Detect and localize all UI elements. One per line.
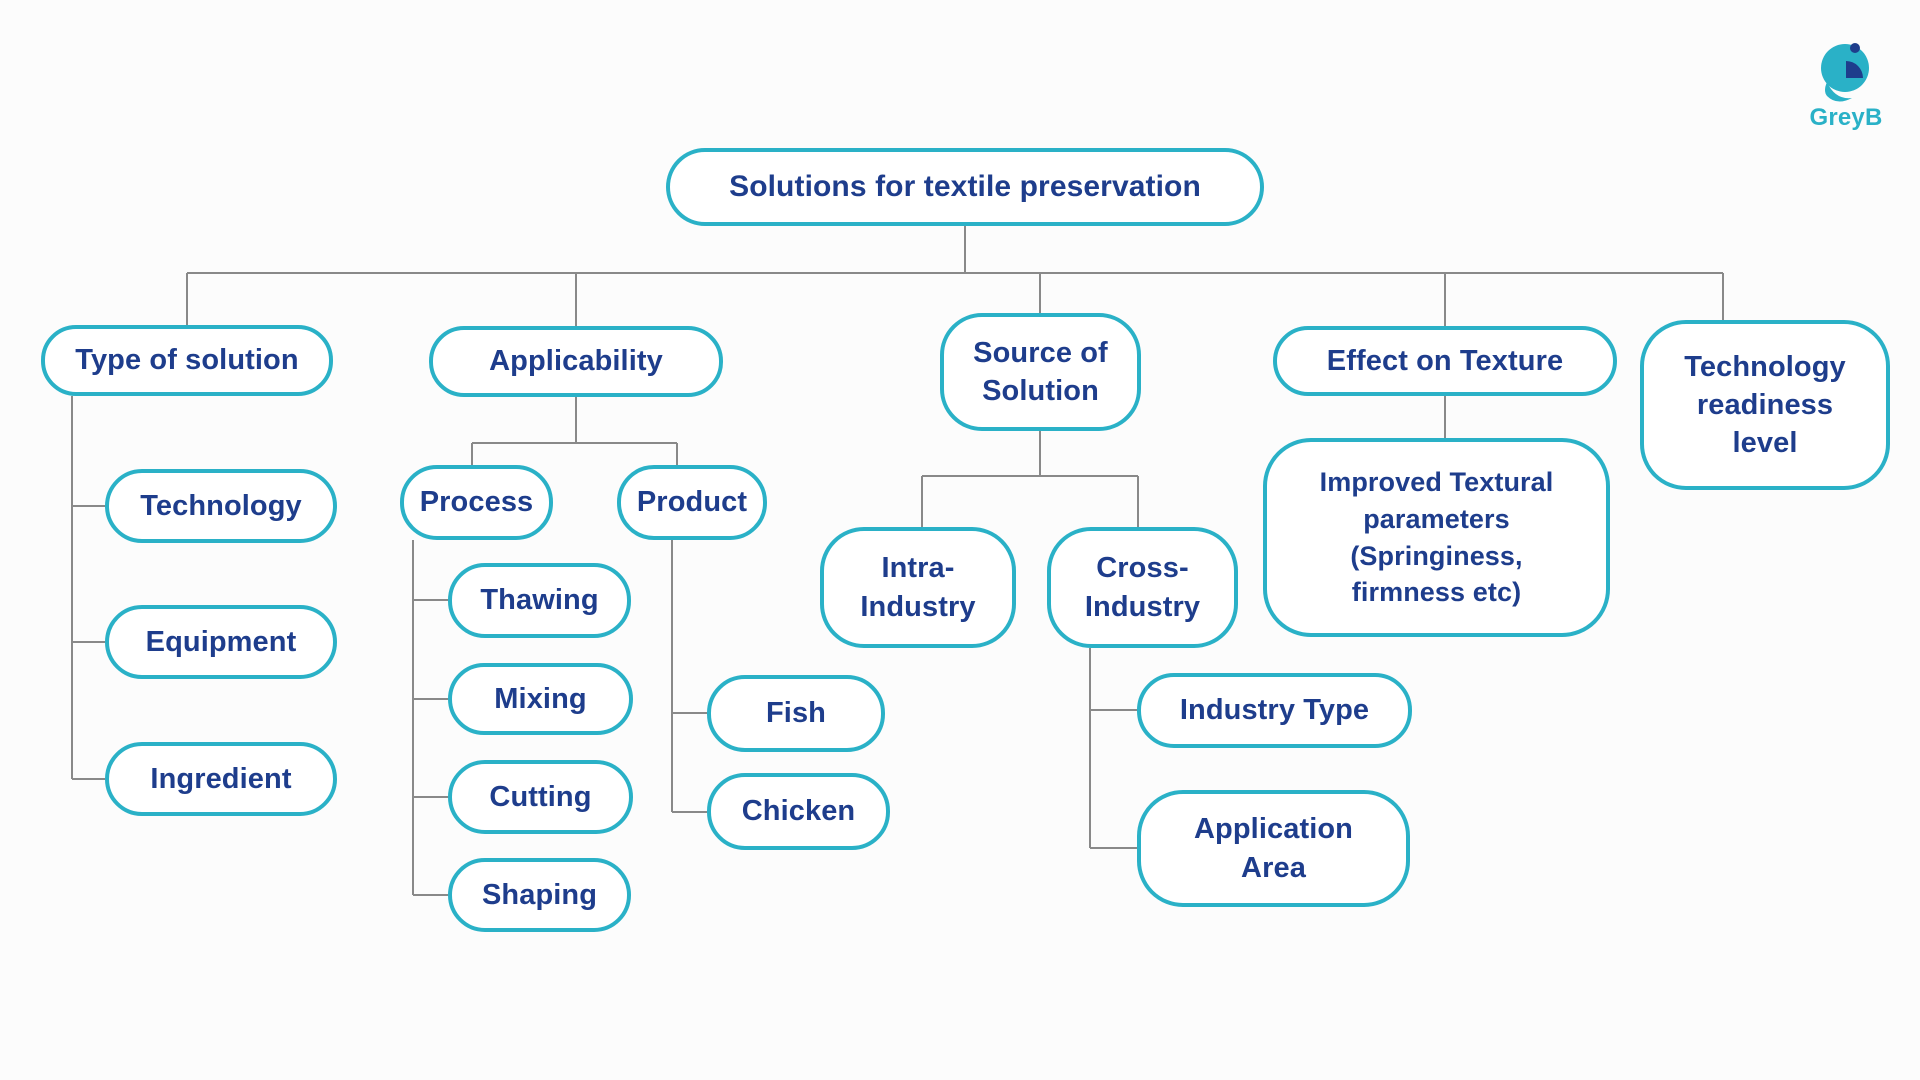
node-type-of-solution: Type of solution — [41, 325, 333, 396]
node-technology: Technology — [105, 469, 337, 543]
node-thawing: Thawing — [448, 563, 631, 638]
node-fish: Fish — [707, 675, 885, 752]
node-source-of-solution: Source of Solution — [940, 313, 1141, 431]
node-mixing: Mixing — [448, 663, 633, 735]
node-shaping: Shaping — [448, 858, 631, 932]
node-applicability: Applicability — [429, 326, 723, 397]
greyb-logo: GreyB — [1791, 40, 1901, 132]
node-root: Solutions for textile preservation — [666, 148, 1264, 226]
node-product: Product — [617, 465, 767, 540]
greyb-logo-icon — [1821, 43, 1869, 102]
node-improved-textural-parameters: Improved Textural parameters (Springines… — [1263, 438, 1610, 637]
node-effect-on-texture: Effect on Texture — [1273, 326, 1617, 396]
node-cutting: Cutting — [448, 760, 633, 834]
node-process: Process — [400, 465, 553, 540]
node-application-area: Application Area — [1137, 790, 1410, 907]
node-intra-industry: Intra- Industry — [820, 527, 1016, 648]
greyb-logo-text: GreyB — [1809, 104, 1883, 131]
node-technology-readiness-level: Technology readiness level — [1640, 320, 1890, 490]
node-equipment: Equipment — [105, 605, 337, 679]
node-industry-type: Industry Type — [1137, 673, 1412, 748]
node-cross-industry: Cross- Industry — [1047, 527, 1238, 648]
node-ingredient: Ingredient — [105, 742, 337, 816]
node-chicken: Chicken — [707, 773, 890, 850]
